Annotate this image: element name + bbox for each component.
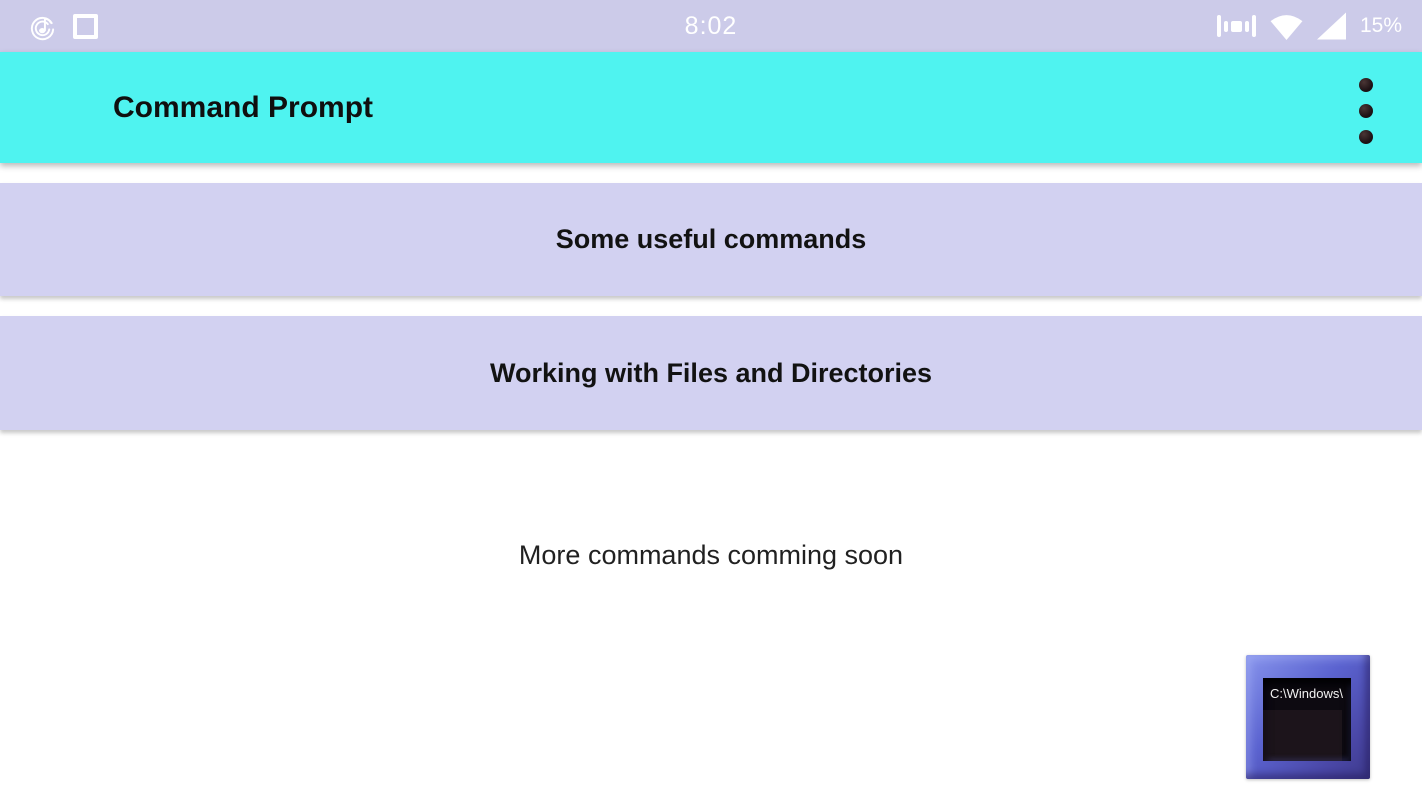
three-dot-menu-icon[interactable]: [1351, 76, 1381, 146]
menu-dot: [1359, 130, 1373, 144]
app-bar: Command Prompt: [0, 52, 1422, 163]
command-prompt-app-icon[interactable]: C:\Windows\: [1246, 655, 1370, 779]
status-bar-right-icons: 15%: [1216, 0, 1402, 52]
square-notification-icon: [73, 13, 98, 39]
menu-dot: [1359, 78, 1373, 92]
status-bar-clock: 8:02: [684, 12, 738, 40]
wifi-icon: [1270, 14, 1303, 40]
menu-item-label: Working with Files and Directories: [489, 357, 933, 388]
menu-item-label: Some useful commands: [555, 224, 867, 254]
menu-dot: [1359, 104, 1373, 118]
status-bar: 8:02 15%: [0, 0, 1422, 52]
app-title: Command Prompt: [113, 91, 374, 124]
icon-screen-text: C:\Windows\: [1270, 686, 1343, 701]
command-prompt-icon-screen: C:\Windows\: [1263, 678, 1351, 761]
battery-percentage: 15%: [1359, 14, 1402, 37]
status-bar-left-icons: [27, 0, 98, 52]
menu-item-some-useful-commands[interactable]: Some useful commands: [0, 183, 1422, 296]
screen-reflection: [1263, 709, 1343, 761]
menu-item-working-with-files-and-directories[interactable]: Working with Files and Directories: [0, 316, 1422, 430]
vibrate-icon: [1216, 12, 1256, 40]
cellular-signal-icon: [1316, 12, 1346, 40]
coming-soon-text: More commands comming soon: [518, 540, 904, 570]
music-notification-icon: [30, 16, 55, 40]
